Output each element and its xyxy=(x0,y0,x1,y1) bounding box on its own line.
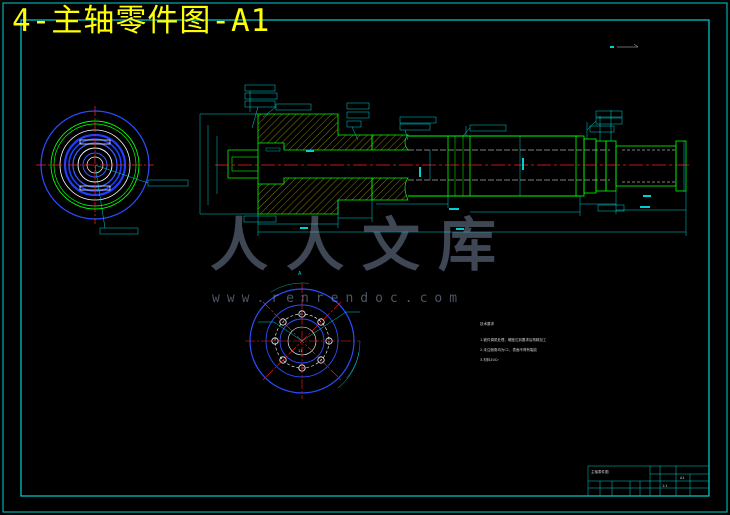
section-view-a xyxy=(243,282,361,400)
left-end-view xyxy=(36,106,189,235)
watermark-text: 人人文库 xyxy=(210,211,515,279)
title-block-sheet: A1 xyxy=(680,476,685,480)
drawing-title: 4-主轴零件图-A1 xyxy=(12,3,271,39)
title-block-part-name: 主轴零件图 xyxy=(591,470,609,474)
title-block-scale: 1:1 xyxy=(662,484,668,488)
center-label: 11 xyxy=(298,349,303,353)
main-shaft-view xyxy=(199,43,692,236)
title-block xyxy=(587,465,710,497)
tech-requirement-line: 2.未注倒角均为C1，表面不得有裂纹 xyxy=(480,348,538,352)
tech-requirement-line: 3.材料40Cr xyxy=(480,358,499,362)
watermark-url: www.renrendoc.com xyxy=(212,291,465,306)
tech-requirements-heading: 技术要求 xyxy=(480,322,494,326)
section-label: A xyxy=(298,271,302,277)
tech-requirement-line: 1.锻件调质处理，硬度达到要求后再精加工 xyxy=(480,338,547,342)
